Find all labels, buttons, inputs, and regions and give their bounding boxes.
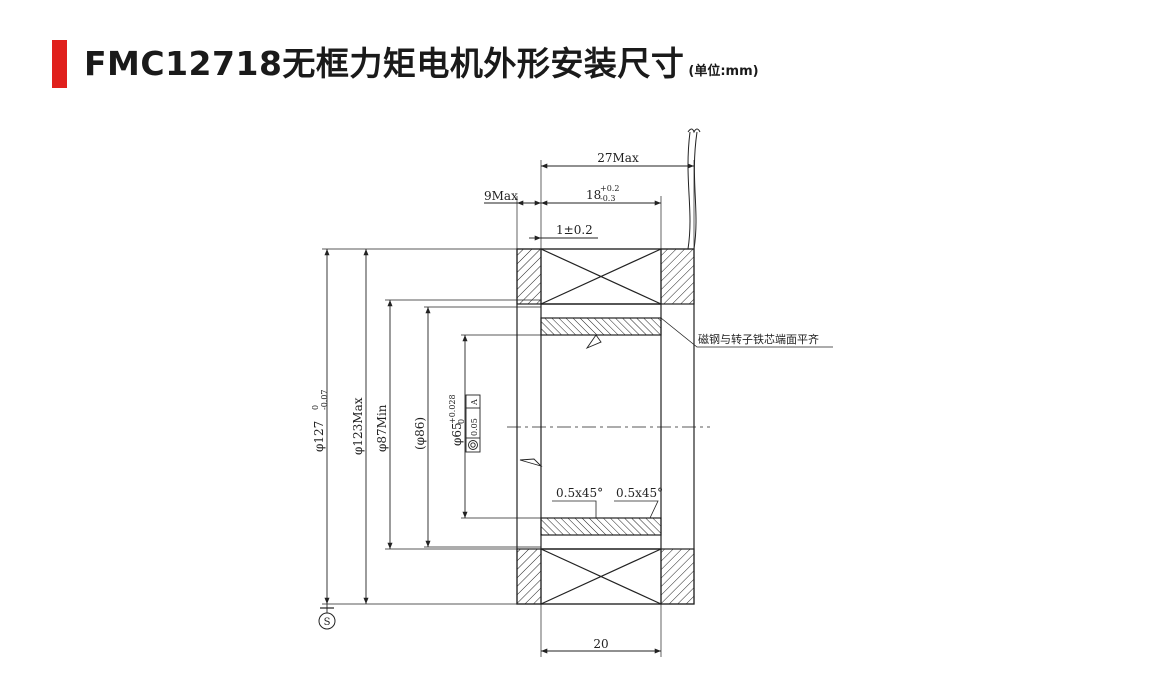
dim-dia-86: (φ86)	[413, 417, 427, 450]
stator-hatch-top-right	[660, 248, 695, 305]
concentricity-icon	[468, 440, 478, 450]
magnet-note: 磁钢与转子铁芯端面平齐	[698, 332, 819, 346]
dim-dia-outer-tol-upper: 0	[311, 405, 320, 410]
unit-label: (单位:mm)	[688, 64, 759, 79]
rotor-core	[540, 303, 662, 550]
page-title-group: FMC12718无框力矩电机外形安装尺寸 (单位:mm)	[84, 40, 759, 88]
dim-total-length: 27Max	[597, 151, 639, 165]
stator-hatch-top-left	[516, 248, 542, 305]
tolerance-datum: A	[470, 399, 479, 406]
chamfer-right: 0.5x45°	[616, 486, 663, 500]
tolerance-value: 0.05	[470, 418, 479, 436]
dim-dia-outer: φ127	[312, 421, 326, 452]
dim-rotor-length: 18	[586, 188, 601, 202]
stator-hatch-bottom-right	[660, 548, 695, 605]
dim-dia-outer-tol-lower: -0.07	[320, 389, 329, 410]
dim-rotor-tol-lower: -0.3	[600, 194, 615, 203]
chamfer-left: 0.5x45°	[556, 486, 603, 500]
magnet-bottom	[540, 517, 662, 536]
dim-offset-small: 1±0.2	[556, 223, 593, 237]
datum-s-icon	[318, 612, 336, 630]
dim-dia-87: φ87Min	[375, 404, 389, 452]
magnet-top	[540, 317, 662, 336]
dim-dia-65: φ65	[450, 422, 464, 446]
page-title: FMC12718无框力矩电机外形安装尺寸	[84, 44, 685, 83]
datum-symbol-label: S	[324, 617, 331, 628]
dim-dia-123: φ123Max	[351, 397, 365, 455]
dim-dia-65-tol-lower: 0	[457, 419, 466, 424]
dim-bottom-width: 20	[593, 637, 608, 651]
dim-rotor-tol-upper: +0.2	[600, 184, 619, 193]
tolerance-frame	[465, 394, 481, 453]
title-accent-bar	[52, 40, 67, 88]
dim-dia-65-tol-upper: +0.028	[448, 394, 457, 424]
dim-offset-left: 9Max	[484, 189, 518, 203]
cable-lead	[693, 131, 698, 250]
stator-hatch-bottom-left	[516, 548, 542, 605]
